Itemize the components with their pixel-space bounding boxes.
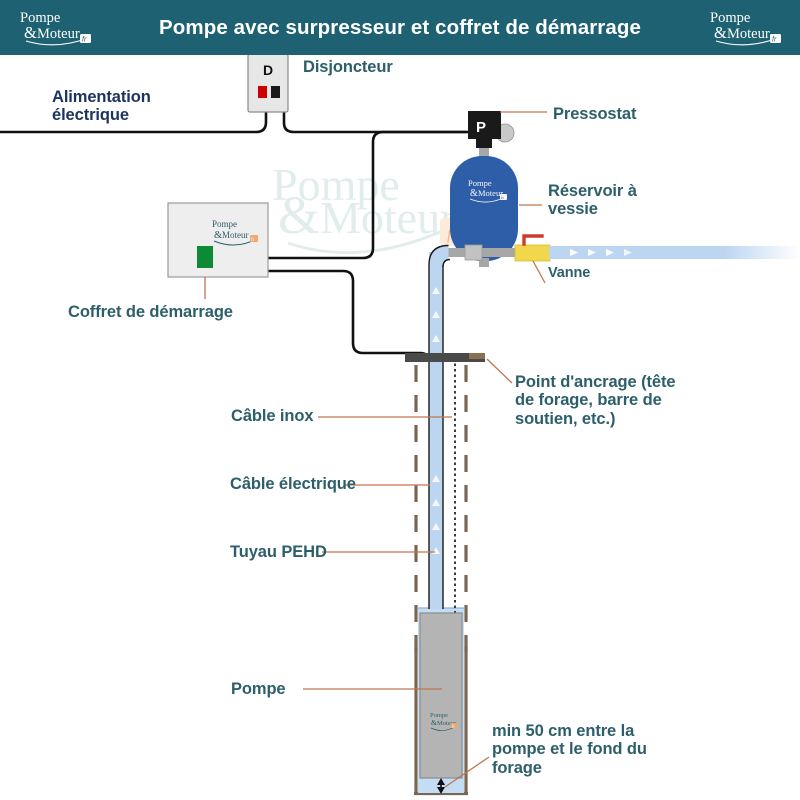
valve-body <box>514 244 551 262</box>
brand-tld-badge <box>80 34 91 43</box>
wire-mains-supply <box>0 111 268 134</box>
anchor-plate-tab <box>469 353 485 359</box>
riser-pipe-elbow-edge-inner <box>442 258 451 268</box>
riser-pipe-elbow <box>429 245 449 266</box>
pressostat-body <box>468 111 501 139</box>
label-vanne: Vanne <box>548 265 591 281</box>
tank-logo-moteur: Moteur <box>478 188 503 198</box>
label-pressostat: Pressostat <box>553 105 637 123</box>
leader-lines <box>204 111 547 788</box>
tank-logo-tld-badge <box>500 194 507 200</box>
pump-logo-tld-badge <box>451 723 457 728</box>
leader-ancrage <box>486 358 513 384</box>
label-cable-inox: Câble inox <box>231 407 314 425</box>
control-box-logo: Pompe & Moteur fr <box>212 219 258 246</box>
page-title: Pompe avec surpresseur et coffret de dém… <box>159 15 641 39</box>
label-disjoncteur: Disjoncteur <box>303 58 393 76</box>
pump-logo-pompe: Pompe <box>430 712 448 719</box>
breaker-box[interactable]: D <box>247 55 289 113</box>
control-box-logo-tld-badge <box>250 235 258 242</box>
pump-body <box>419 612 463 779</box>
tank-logo-pompe: Pompe <box>468 178 492 188</box>
submersible-pump[interactable]: Pompe & Moteur fr <box>419 612 463 779</box>
control-box-logo-pompe: Pompe <box>212 219 237 229</box>
pump-logo-amp: & <box>431 718 437 727</box>
control-box-logo-moteur: Moteur <box>222 230 249 240</box>
pump-logo-moteur: Moteur <box>437 720 457 727</box>
min-distance-dimension <box>437 778 445 794</box>
label-alimentation-electrique: Alimentation électrique <box>52 88 151 125</box>
riser-pipe <box>428 244 451 609</box>
breaker-badge-label: D <box>263 62 273 78</box>
brand-logo-right-amp: & <box>714 23 727 42</box>
manifold-tee-fitting <box>464 244 483 261</box>
label-point-ancrage: Point d'ancrage (tête de forage, barre d… <box>515 373 676 428</box>
control-box-logo-tld-text: fr <box>251 238 255 243</box>
pressostat[interactable]: P <box>468 111 515 148</box>
riser-pipe-elbow-edge-outer <box>428 244 449 266</box>
manifold-pipe-gray <box>448 248 519 257</box>
valve[interactable] <box>514 234 551 262</box>
diagram-canvas: Pompe & Moteur fr D P Pompe & <box>0 55 800 800</box>
watermark-amp: & <box>278 185 320 245</box>
tank-top-fitting <box>479 148 489 160</box>
pump-logo: Pompe & Moteur fr <box>430 712 457 731</box>
label-coffret-demarrage: Coffret de démarrage <box>68 303 233 321</box>
riser-flow-arrows <box>432 287 440 554</box>
tank-body <box>450 156 518 261</box>
tank-logo: Pompe & Moteur fr <box>468 178 507 203</box>
brand-tld-badge <box>770 34 781 43</box>
leader-vanne <box>532 260 546 284</box>
brand-logo-left-pompe: Pompe <box>20 10 60 26</box>
outlet-pipe <box>549 246 800 259</box>
control-box[interactable]: Pompe & Moteur fr <box>167 202 269 278</box>
page-header: Pompe & Moteur fr Pompe avec surpresseur… <box>0 0 800 55</box>
tank-bottom-fitting <box>479 258 489 267</box>
leader-min-distance <box>444 756 490 788</box>
min-distance-arrow-head-down <box>437 787 445 794</box>
outlet-flow-arrows <box>570 249 632 256</box>
brand-tld-text: fr <box>772 37 777 44</box>
tank-logo-tld-text: fr <box>501 195 504 200</box>
label-cable-electrique: Câble électrique <box>230 475 356 493</box>
min-distance-arrow-head-up <box>437 778 445 785</box>
tank-logo-amp: & <box>470 188 478 199</box>
surface-manifold <box>448 234 800 262</box>
breaker-switch-black[interactable] <box>271 86 280 98</box>
wire-breaker-to-pressostat <box>282 111 468 134</box>
wire-pressostat-to-coffret <box>266 130 472 260</box>
brand-logo-left: Pompe & Moteur fr <box>8 5 104 51</box>
label-pompe: Pompe <box>231 680 286 698</box>
watermark: Pompe & Moteur fr <box>272 159 476 255</box>
brand-logo-right: Pompe & Moteur fr <box>698 5 794 51</box>
anchor-plate <box>405 353 485 362</box>
label-min-distance: min 50 cm entre la pompe et le fond du f… <box>492 722 647 777</box>
pressostat-neck <box>476 139 492 148</box>
label-tuyau-pehd: Tuyau PEHD <box>230 543 327 561</box>
brand-logo-right-pompe: Pompe <box>710 10 750 26</box>
pressure-tank[interactable]: Pompe & Moteur fr <box>450 148 518 267</box>
watermark-swoosh <box>287 229 443 255</box>
label-reservoir-vessie: Réservoir à vessie <box>548 182 637 219</box>
valve-handle[interactable] <box>522 234 544 246</box>
anchor-plate-bar <box>405 353 485 362</box>
control-box-logo-amp: & <box>214 230 222 241</box>
riser-pipe-body <box>429 252 443 609</box>
brand-logo-right-moteur: Moteur <box>727 26 770 42</box>
control-box-indicator-button[interactable] <box>197 246 213 268</box>
pump-logo-tld-text: fr <box>452 724 455 729</box>
brand-tld-text: fr <box>82 37 87 44</box>
brand-logo-left-moteur: Moteur <box>37 26 80 42</box>
brand-logo-left-amp: & <box>24 23 37 42</box>
breaker-switch-red[interactable] <box>258 86 267 98</box>
watermark-pompe: Pompe <box>272 159 400 210</box>
pressostat-badge-label: P <box>476 119 486 136</box>
